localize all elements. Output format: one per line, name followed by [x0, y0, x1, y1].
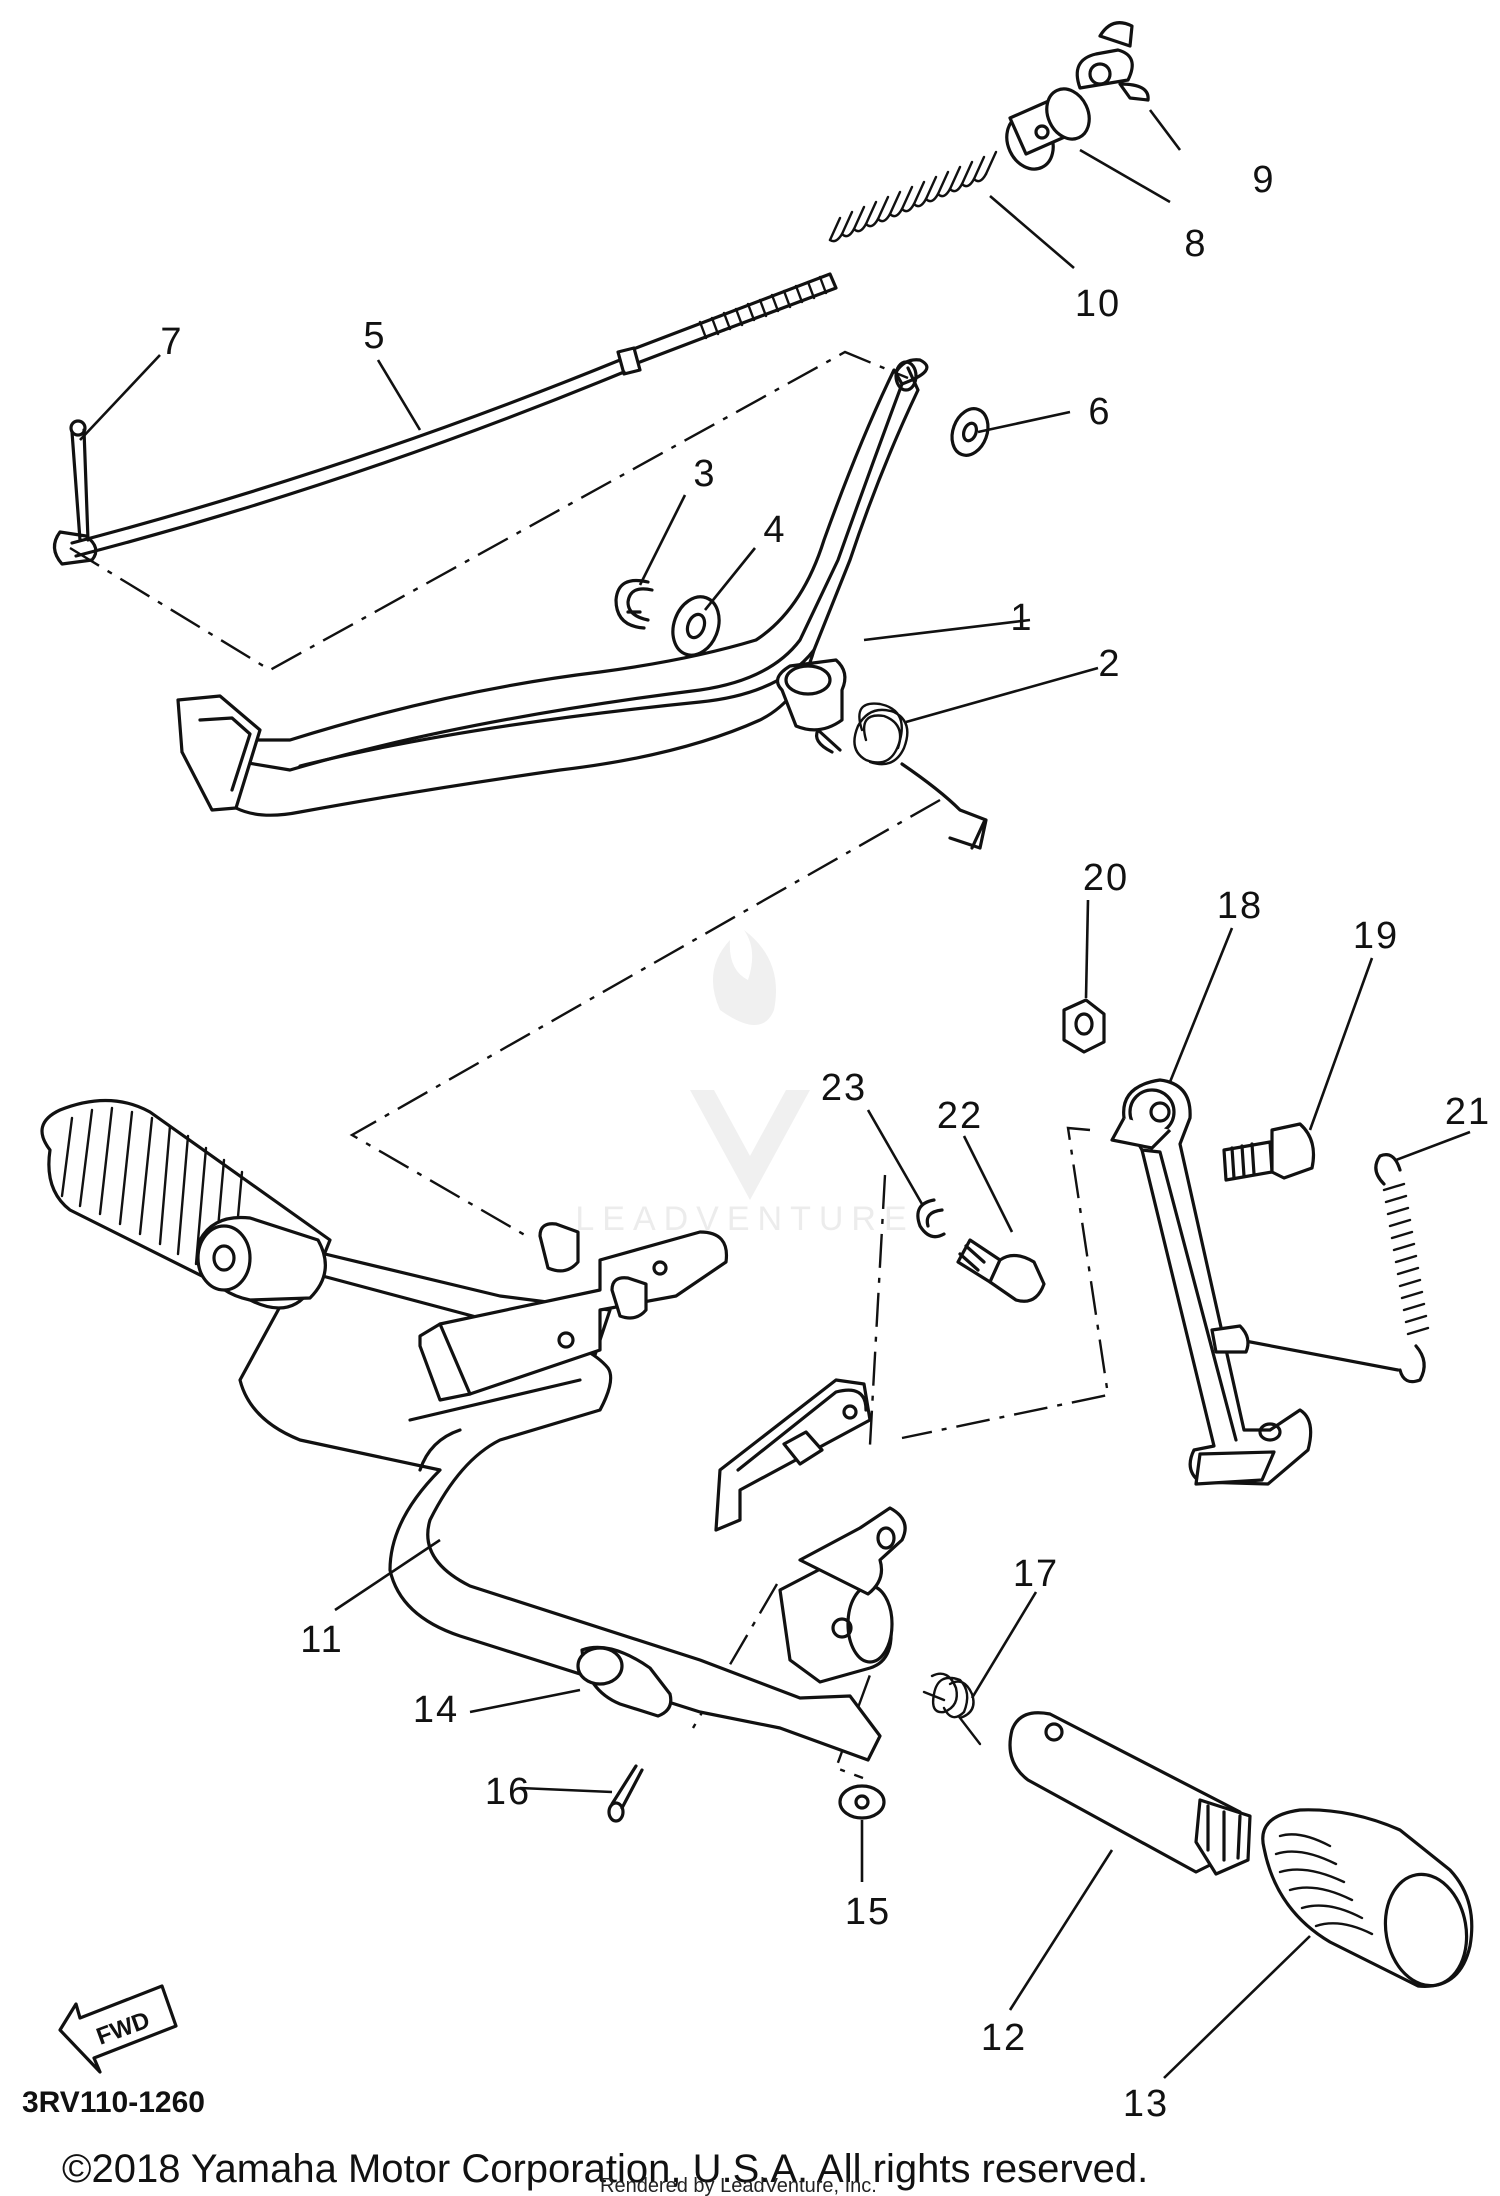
callouts: 7 5 3 4 6 1 2 9 8 10 20 18 19 21 23 22 1…: [160, 159, 1491, 2125]
pivot-pin: [576, 1645, 673, 1718]
circlip-23: [916, 1198, 946, 1239]
callout-11: 11: [300, 1619, 343, 1661]
cotter-pin-lower: [607, 1764, 644, 1823]
nut-20: [1062, 998, 1106, 1054]
footrest-spring: [922, 1672, 982, 1746]
diagram-code: 3RV110-1260: [22, 2086, 205, 2119]
leadventure-watermark: LEADVENTURE: [575, 930, 914, 1238]
bolt-19: [1222, 1122, 1316, 1182]
callout-19: 19: [1353, 915, 1399, 957]
sidestand: [1110, 1078, 1313, 1486]
cotter-pin-upper: [69, 419, 90, 542]
footpeg-rubber-right: [1261, 1808, 1474, 1988]
callout-22: 22: [937, 1095, 983, 1137]
callout-3: 3: [693, 453, 716, 495]
brake-pedal: [176, 358, 929, 817]
callout-2: 2: [1098, 643, 1121, 685]
callout-10: 10: [1075, 283, 1121, 325]
brake-rod: [52, 272, 838, 566]
bolt-22: [956, 1238, 1046, 1303]
callout-12: 12: [981, 2017, 1027, 2059]
copyright-text: ©2018 Yamaha Motor Corporation, U.S.A. A…: [62, 2147, 1148, 2191]
callout-18: 18: [1217, 885, 1263, 927]
callout-15: 15: [845, 1891, 891, 1933]
footpeg-arm: [1008, 1711, 1252, 1876]
footpeg-rubber-left: [40, 1098, 332, 1310]
washer-15: [838, 1784, 886, 1820]
callout-20: 20: [1083, 857, 1129, 899]
callout-8: 8: [1184, 223, 1207, 265]
forward-arrow-icon: FWD: [58, 1984, 178, 2074]
callout-17: 17: [1013, 1553, 1059, 1595]
callout-21: 21: [1445, 1091, 1491, 1133]
joint-pin: [1005, 87, 1091, 171]
callout-6: 6: [1088, 391, 1111, 433]
pivot-boss: [778, 1506, 907, 1684]
callout-5: 5: [363, 315, 386, 357]
mount-plate: [714, 1378, 872, 1532]
footrest-bracket: [418, 1222, 729, 1402]
leader-lines: [79, 109, 1471, 2079]
callout-16: 16: [485, 1771, 531, 1813]
watermark-text: LEADVENTURE: [575, 1200, 914, 1238]
wing-nut: [1075, 21, 1150, 102]
callout-1: 1: [1010, 597, 1033, 639]
washer-6: [950, 407, 990, 457]
pedal-return-spring: [815, 702, 988, 850]
callout-4: 4: [763, 509, 786, 551]
rendered-by-text: Rendered by LeadVenture, Inc.: [600, 2175, 877, 2196]
sidestand-spring: [1210, 1153, 1430, 1384]
callout-9: 9: [1252, 159, 1275, 201]
assembly-lines: [69, 350, 1110, 1780]
rod-spring: [828, 150, 998, 243]
callout-14: 14: [413, 1689, 459, 1731]
callout-13: 13: [1123, 2083, 1169, 2125]
washer-4: [671, 595, 721, 657]
callout-23: 23: [821, 1067, 867, 1109]
circlip-3: [614, 578, 654, 630]
callout-7: 7: [160, 321, 183, 363]
